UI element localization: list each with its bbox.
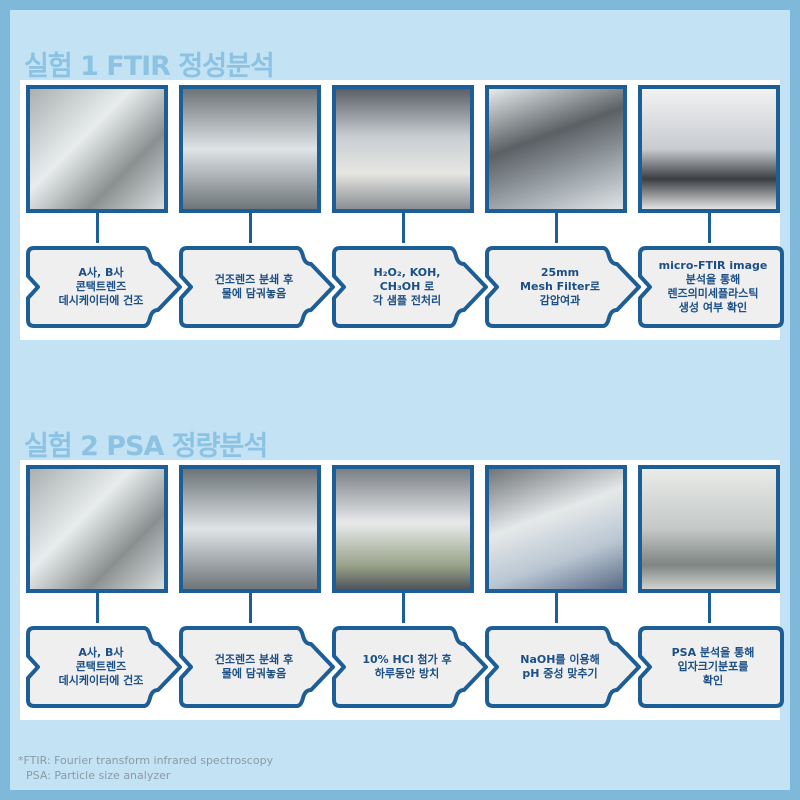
connector-line [96, 213, 99, 243]
connector-line [708, 593, 711, 623]
step-text: H₂O₂, KOH, CH₃OH 로 각 샘플 전처리 [372, 266, 442, 307]
step-text: PSA 분석을 통해 입자크기분포를 확인 [671, 646, 755, 687]
footnote-psa: PSA: Particle size analyzer [26, 769, 171, 782]
process-step-arrow: A사, B사 콘택트렌즈 데시케이터에 건조 [24, 242, 184, 332]
connector-line [555, 593, 558, 623]
process-step-arrow: A사, B사 콘택트렌즈 데시케이터에 건조 [24, 622, 184, 712]
process-step-arrow: H₂O₂, KOH, CH₃OH 로 각 샘플 전처리 [330, 242, 490, 332]
step-photo [638, 85, 780, 213]
connector-line [402, 213, 405, 243]
process-step-arrow: 25mm Mesh Filter로 감압여과 [483, 242, 643, 332]
step-photo [179, 85, 321, 213]
experiment-panel: A사, B사 콘택트렌즈 데시케이터에 건조 건조렌즈 분쇄 후 물에 담궈놓음 1… [20, 460, 784, 720]
arrow-shape [332, 626, 488, 708]
arrow-shape [485, 626, 641, 708]
arrow-shape [638, 626, 784, 708]
step-photo [179, 465, 321, 593]
experiment-title: 실험 2 PSA 정량분석 [24, 431, 268, 462]
connector-line [708, 213, 711, 243]
step-photo [26, 85, 168, 213]
experiment-title: 실험 1 FTIR 정성분석 [24, 51, 275, 82]
step-photo [332, 85, 474, 213]
arrow-shape [179, 246, 335, 328]
arrow-shape [26, 626, 182, 708]
connector-line [555, 213, 558, 243]
step-text: NaOH를 이용해 pH 중성 맞추기 [520, 653, 600, 680]
arrow-shape [485, 246, 641, 328]
step-text: micro-FTIR image 분석을 통해 렌즈의미세플라스틱 생성 여부 … [658, 259, 768, 314]
process-step-arrow: micro-FTIR image 분석을 통해 렌즈의미세플라스틱 생성 여부 … [636, 242, 796, 332]
process-step-arrow: PSA 분석을 통해 입자크기분포를 확인 [636, 622, 796, 712]
step-photo [485, 85, 627, 213]
footnote-ftir: *FTIR: Fourier transform infrared spectr… [18, 754, 274, 767]
process-step-arrow: NaOH를 이용해 pH 중성 맞추기 [483, 622, 643, 712]
process-step-arrow: 건조렌즈 분쇄 후 물에 담궈놓음 [177, 622, 337, 712]
step-text: 건조렌즈 분쇄 후 물에 담궈놓음 [214, 653, 294, 680]
process-step-arrow: 10% HCl 첨가 후 하루동안 방치 [330, 622, 490, 712]
step-text: 10% HCl 첨가 후 하루동안 방치 [362, 653, 452, 680]
step-photo [485, 465, 627, 593]
step-text: 건조렌즈 분쇄 후 물에 담궈놓음 [214, 273, 294, 300]
step-text: A사, B사 콘택트렌즈 데시케이터에 건조 [58, 266, 144, 307]
step-text: A사, B사 콘택트렌즈 데시케이터에 건조 [58, 646, 144, 687]
step-photo [26, 465, 168, 593]
arrow-shape [332, 246, 488, 328]
step-text: 25mm Mesh Filter로 감압여과 [520, 266, 600, 307]
connector-line [402, 593, 405, 623]
arrow-shape [638, 246, 784, 328]
connector-line [249, 593, 252, 623]
experiment-panel: A사, B사 콘택트렌즈 데시케이터에 건조 건조렌즈 분쇄 후 물에 담궈놓음 H… [20, 80, 784, 340]
arrow-shape [26, 246, 182, 328]
step-photo [638, 465, 780, 593]
connector-line [96, 593, 99, 623]
arrow-shape [179, 626, 335, 708]
connector-line [249, 213, 252, 243]
step-photo [332, 465, 474, 593]
process-step-arrow: 건조렌즈 분쇄 후 물에 담궈놓음 [177, 242, 337, 332]
